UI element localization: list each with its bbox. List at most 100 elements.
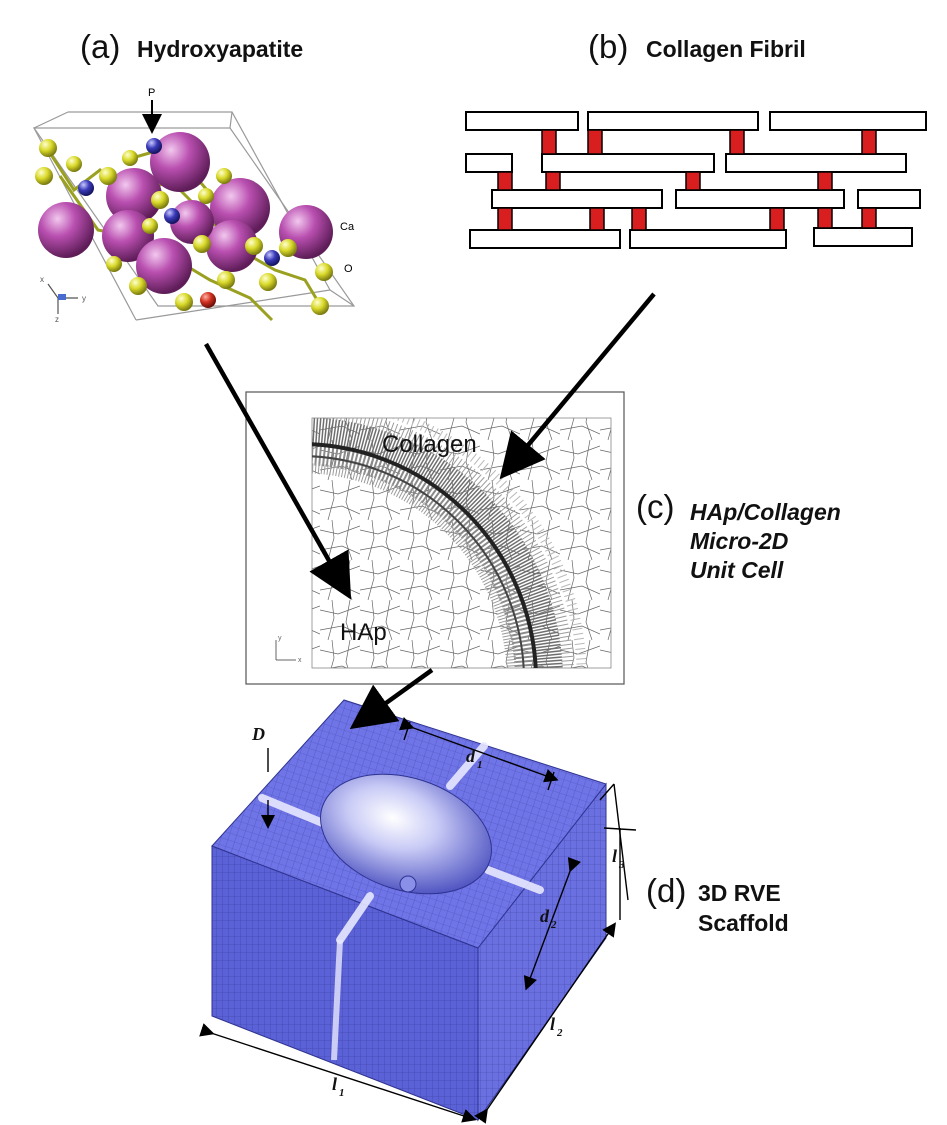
- crosslink: [497, 171, 513, 191]
- o-atom: [66, 156, 82, 172]
- red-atom: [200, 292, 216, 308]
- dim-d1-sub: 1: [477, 759, 483, 771]
- arrow-b-to-c: [499, 292, 656, 480]
- dim-l3-sub: 3: [618, 859, 625, 871]
- axis-a-y: y: [82, 294, 86, 303]
- crosslink: [631, 207, 647, 231]
- axis-a-x: x: [40, 275, 44, 284]
- p-atom: [264, 250, 280, 266]
- o-atom: [35, 167, 53, 185]
- o-atom: [259, 273, 277, 291]
- p-atom: [164, 208, 180, 224]
- panel-c-letter: (c): [636, 488, 675, 525]
- ca-atom: [170, 200, 214, 244]
- o-label: O: [344, 263, 353, 275]
- axis-triad-c: [275, 640, 296, 661]
- o-atom: [311, 297, 329, 315]
- dim-l3: l: [612, 846, 617, 866]
- dim-l1-sub: 1: [339, 1087, 345, 1099]
- channel: [258, 794, 334, 830]
- fibril-segment: [465, 111, 579, 131]
- rve-scaffold-3d: d 1 D d 2 l 1 l 2 l 3: [199, 699, 637, 1124]
- axis-triad-a: [47, 283, 78, 314]
- ca-atom: [102, 210, 154, 262]
- panel-c-title: HAp/Collagen Micro-2D Unit Cell: [690, 498, 841, 585]
- panel-c-title-line-2: Micro-2D: [690, 528, 789, 554]
- ca-atom: [136, 238, 192, 294]
- crosslink: [589, 207, 605, 231]
- crosslink: [769, 207, 785, 231]
- fibril-segment: [725, 153, 907, 173]
- fibril-segment: [541, 153, 715, 173]
- dim-d2: d: [540, 906, 550, 926]
- o-atom: [99, 167, 117, 185]
- fibril-segment: [587, 111, 759, 131]
- panel-d-title-line-1: 3D RVE: [698, 880, 781, 906]
- fibril-segment: [469, 229, 621, 249]
- collagen-label: Collagen: [382, 431, 477, 458]
- fibril-segment: [769, 111, 927, 131]
- fibril-segment: [675, 189, 845, 209]
- o-atom: [315, 263, 333, 281]
- crosslink: [861, 129, 877, 155]
- ca-atom: [206, 220, 258, 272]
- o-atom: [106, 256, 122, 272]
- fibril-segment: [465, 153, 513, 173]
- panel-d-title-line-2: Scaffold: [698, 910, 789, 936]
- crosslink: [817, 207, 833, 229]
- ca-atom: [150, 132, 210, 192]
- arrow-a-to-c: [204, 342, 352, 600]
- panel-d-title: 3D RVE Scaffold: [698, 878, 789, 938]
- arrow-c-to-d: [349, 668, 434, 730]
- o-atom: [39, 139, 57, 157]
- panel-d-letter: (d): [646, 872, 687, 909]
- fibril-segment: [629, 229, 787, 249]
- unit-cell-2d: Collagen HAp y x: [245, 391, 625, 685]
- panel-b-title: Collagen Fibril: [646, 36, 806, 62]
- panel-c-title-line-3: Unit Cell: [690, 557, 784, 583]
- fibril-segment: [813, 227, 913, 247]
- o-atom: [216, 168, 232, 184]
- o-atom: [122, 150, 138, 166]
- dim-l2-sub: 2: [556, 1027, 563, 1039]
- crosslink: [861, 207, 877, 229]
- p-atom: [146, 138, 162, 154]
- panel-a-title: Hydroxyapatite: [137, 36, 304, 62]
- crosslink: [545, 171, 561, 191]
- ca-label: Ca: [340, 221, 355, 233]
- flow-arrows: [204, 292, 656, 730]
- ca-atom: [106, 168, 162, 224]
- o-atom: [279, 239, 297, 257]
- ca-atom: [38, 202, 94, 258]
- dim-d2-sub: 2: [550, 919, 557, 931]
- o-atom: [175, 293, 193, 311]
- panel-c-title-line-1: HAp/Collagen: [690, 499, 841, 525]
- o-atom: [151, 191, 169, 209]
- o-atom: [193, 235, 211, 253]
- o-atom: [129, 277, 147, 295]
- crosslink: [497, 207, 513, 231]
- crosslink: [817, 171, 833, 191]
- panel-b-letter: (b): [588, 28, 629, 65]
- crosslink: [729, 129, 745, 155]
- axis-c-y: y: [278, 635, 282, 642]
- crosslink: [685, 171, 701, 191]
- axis-c-x: x: [298, 657, 302, 664]
- hap-label: HAp: [340, 619, 387, 646]
- hydroxyapatite-crystal: P Ca O x y z: [32, 87, 356, 324]
- collagen-fibril: [465, 111, 927, 249]
- fibril-segment: [857, 189, 921, 209]
- crosslink: [587, 129, 603, 155]
- dim-d1: d: [466, 746, 476, 766]
- crosslink: [541, 129, 557, 155]
- axis-a-z: z: [55, 315, 59, 324]
- dim-l2: l: [550, 1014, 555, 1034]
- panel-a-letter: (a): [80, 28, 121, 65]
- o-atom: [198, 188, 214, 204]
- o-atom: [142, 218, 158, 234]
- dim-l1: l: [332, 1074, 337, 1094]
- fibril-segment: [491, 189, 663, 209]
- o-atom: [217, 271, 235, 289]
- o-atom: [245, 237, 263, 255]
